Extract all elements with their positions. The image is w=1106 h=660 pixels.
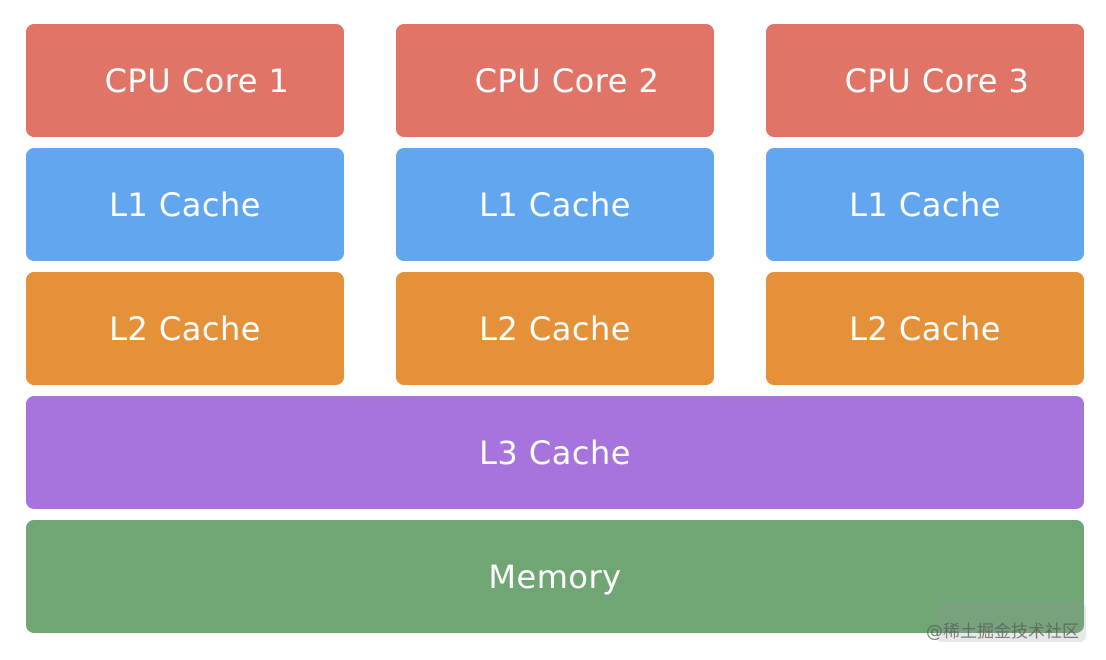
l2-cache-core-1: L2 Cache [26, 272, 344, 385]
l3-cache-label: L3 Cache [479, 433, 631, 472]
cpu-core-3: CPU Core 3 [766, 24, 1084, 137]
l2-cache-core-3: L2 Cache [766, 272, 1084, 385]
l1-cache-core-2: L1 Cache [396, 148, 714, 261]
cpu-core-2: CPU Core 2 [396, 24, 714, 137]
cpu-core-3-label: CPU Core 3 [844, 61, 1030, 100]
cpu-core-1: CPU Core 1 [26, 24, 344, 137]
l3-cache: L3 Cache [26, 396, 1084, 509]
l1-cache-core-1: L1 Cache [26, 148, 344, 261]
l1-cache-core-1-label: L1 Cache [109, 185, 261, 224]
l2-cache-core-3-label: L2 Cache [849, 309, 1001, 348]
memory: Memory [26, 520, 1084, 633]
l1-cache-core-3: L1 Cache [766, 148, 1084, 261]
memory-label: Memory [488, 557, 622, 596]
l2-cache-core-2-label: L2 Cache [479, 309, 631, 348]
cpu-core-1-label: CPU Core 1 [104, 61, 290, 100]
l1-cache-core-2-label: L1 Cache [479, 185, 631, 224]
l2-cache-core-2: L2 Cache [396, 272, 714, 385]
cpu-core-2-label: CPU Core 2 [474, 61, 660, 100]
watermark-backdrop [936, 602, 1086, 642]
watermark: @稀土掘金技术社区 [926, 621, 1079, 642]
l1-cache-core-3-label: L1 Cache [849, 185, 1001, 224]
l2-cache-core-1-label: L2 Cache [109, 309, 261, 348]
